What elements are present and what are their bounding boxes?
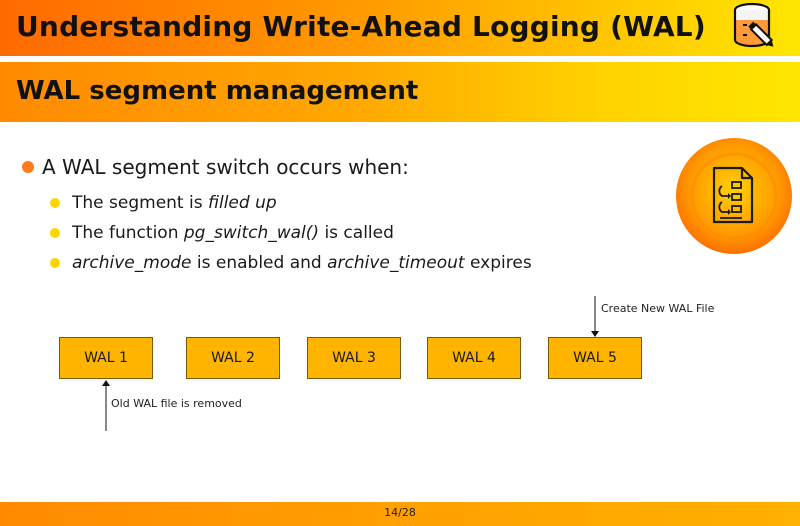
sub-bullet-item: The segment is filled up [50, 188, 662, 218]
orange-bullet-icon [22, 161, 34, 173]
sub-bullet-list: The segment is filled up The function pg… [50, 188, 662, 278]
bullet-list: A WAL segment switch occurs when: The se… [22, 152, 662, 278]
title-bar: Understanding Write-Ahead Logging (WAL) [0, 0, 800, 56]
slide-subtitle: WAL segment management [16, 76, 419, 106]
page-number: 14/28 [384, 506, 416, 519]
sub-bullet-item: The function pg_switch_wal() is called [50, 218, 662, 248]
sub-bullet-item: archive_mode is enabled and archive_time… [50, 248, 662, 278]
database-pencil-icon [733, 2, 774, 48]
yellow-bullet-icon [50, 258, 60, 268]
wal-file-box: WAL 1 [59, 337, 153, 379]
sub-bullet-emphasis: pg_switch_wal() [183, 223, 320, 243]
bullet-main-text: A WAL segment switch occurs when: [42, 155, 409, 179]
sub-bullet-text: is enabled and [191, 253, 328, 273]
bullet-main: A WAL segment switch occurs when: [22, 152, 662, 182]
sub-bullet-text: expires [464, 253, 532, 273]
sub-bullet-text: The function [72, 223, 184, 243]
sub-bullet-emphasis: archive_timeout [327, 253, 465, 273]
sub-bullet-emphasis: archive_mode [72, 253, 192, 273]
footer-bar: 14/28 [0, 502, 800, 526]
wal-file-box: WAL 4 [427, 337, 521, 379]
remove-arrow-head [102, 380, 110, 386]
yellow-bullet-icon [50, 228, 60, 238]
wal-file-box: WAL 5 [548, 337, 642, 379]
wal-file-box: WAL 3 [307, 337, 401, 379]
create-wal-annotation: Create New WAL File [601, 302, 715, 315]
subtitle-bar: WAL segment management [0, 62, 800, 122]
document-flow-icon [676, 138, 792, 254]
sub-bullet-text: The segment is [72, 193, 208, 213]
sub-bullet-text: is called [319, 223, 394, 243]
wal-file-box: WAL 2 [186, 337, 280, 379]
remove-wal-annotation: Old WAL file is removed [111, 397, 242, 410]
yellow-bullet-icon [50, 198, 60, 208]
title-divider [0, 56, 800, 62]
slide-title: Understanding Write-Ahead Logging (WAL) [16, 10, 706, 43]
sub-bullet-emphasis: filled up [207, 193, 277, 213]
